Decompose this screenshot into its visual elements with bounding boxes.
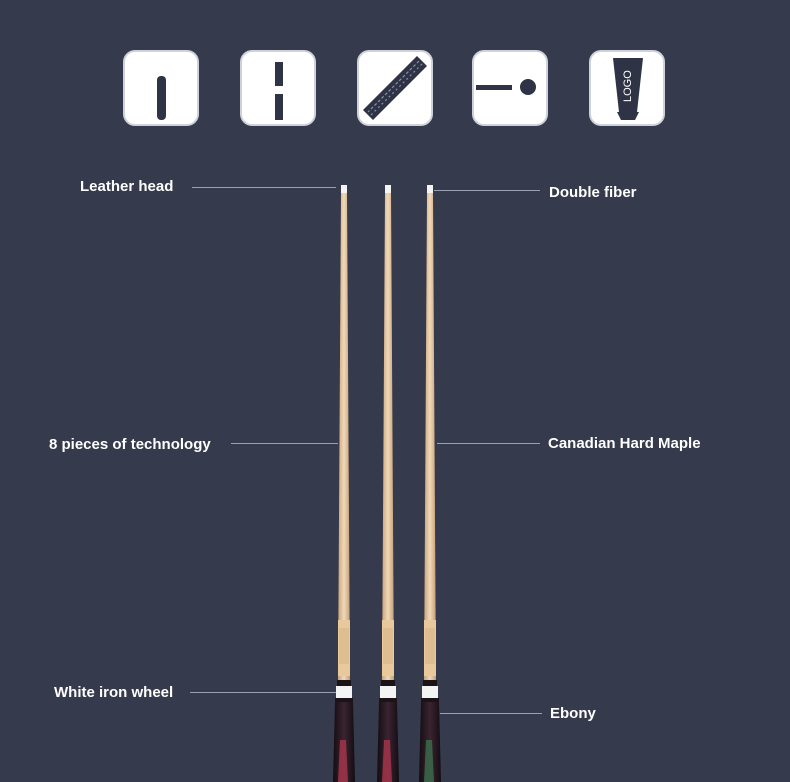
cue-2 [377,185,399,782]
leader-line-technology [231,443,338,444]
tip-icon [123,50,199,126]
ball-and-cue-icon [472,50,548,126]
leader-line-ebony [440,713,542,714]
callout-leather-head: Leather head [80,178,174,195]
cue-3 [419,185,441,782]
leader-line-double-fiber [434,190,540,191]
logo-butt-icon: LOGO [589,50,665,126]
joint-icon [240,50,316,126]
callout-ebony: Ebony [550,705,596,722]
callout-maple: Canadian Hard Maple [548,435,701,452]
fiber-texture-icon [357,50,433,126]
leader-line-leather-head [192,187,336,188]
callout-technology: 8 pieces of technology [49,436,211,453]
leader-line-maple [437,443,540,444]
callout-white-iron-wheel: White iron wheel [54,684,174,701]
callout-double-fiber: Double fiber [549,184,637,201]
cue-1 [333,185,355,782]
leader-line-white-iron-wheel [190,692,336,693]
logo-text: LOGO [622,70,634,102]
